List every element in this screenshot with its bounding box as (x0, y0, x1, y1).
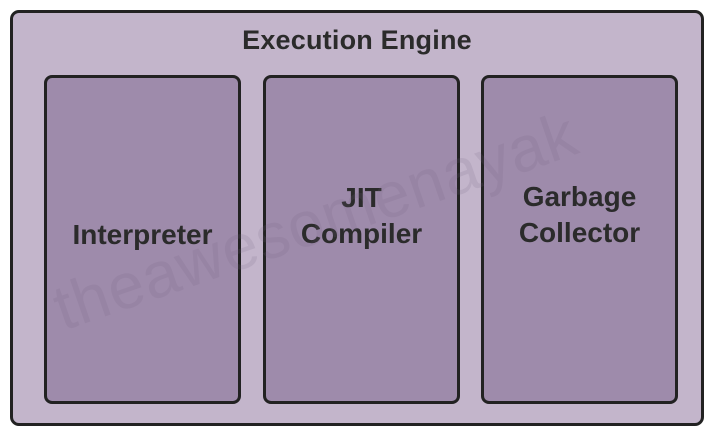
interpreter-label: Interpreter (72, 217, 212, 253)
garbage-collector-box: Garbage Collector (481, 75, 678, 404)
garbage-collector-label: Garbage Collector (519, 179, 640, 251)
jit-compiler-label-line-1: JIT (341, 181, 382, 213)
interpreter-label-line-1: Interpreter (72, 218, 213, 250)
jit-compiler-box: JIT Compiler (263, 75, 460, 404)
jit-compiler-label-line-2: Compiler (300, 217, 423, 249)
interpreter-box: Interpreter (44, 75, 241, 404)
garbage-collector-label-line-1: Garbage (522, 180, 637, 212)
diagram-title: Execution Engine (242, 25, 472, 55)
execution-engine-container: Execution Engine Interpreter JIT Compile… (10, 10, 704, 426)
jit-compiler-label: JIT Compiler (301, 180, 422, 252)
garbage-collector-label-line-2: Collector (518, 216, 641, 248)
